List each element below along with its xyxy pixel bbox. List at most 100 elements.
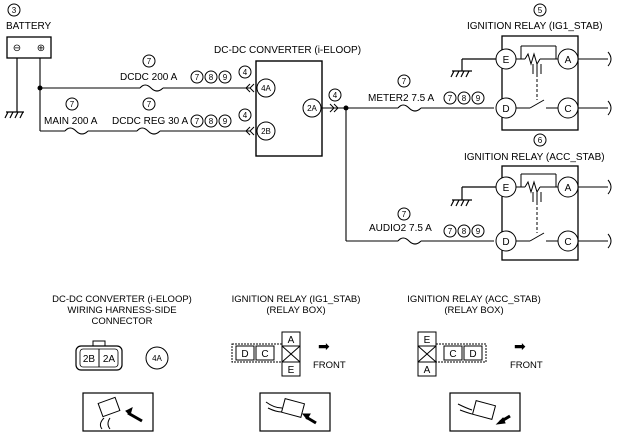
converter-output-wire [321,107,494,242]
meter2-fuse-label: METER2 7.5 A [368,93,434,104]
ref-8: 8 [462,227,467,236]
relay-ig1-callout: 5 [538,6,543,15]
ref-7: 7 [448,227,453,236]
wire-junction [343,105,349,111]
dcdc200-callout: 7 [147,57,152,66]
relay-acc-term-a: A [565,183,572,194]
acc-front-label: FRONT [510,360,543,371]
audio2-fuse-label: AUDIO2 7.5 A [369,223,432,234]
relay-connector-icon [457,400,511,425]
relay-ig1-term-d: D [502,104,509,115]
ig1-front-arrow-icon: ➡ [318,338,330,354]
main200-fuse-label: MAIN 200 A [44,116,98,127]
acc-conn-title-2: (RELAY BOX) [444,305,503,316]
relay-acc-callout: 6 [538,136,543,145]
ig1-front-label: FRONT [313,360,346,371]
converter-title: DC-DC CONVERTER (i-ELOOP) [214,45,361,56]
ig1-relay-connector-view: IGNITION RELAY (IG1_STAB) (RELAY BOX) D … [231,294,361,432]
terminal-4a: 4A [261,84,271,93]
acc-conn-cell-c: C [449,349,456,360]
connector-chevron-icon [329,103,339,113]
acc-front-arrow-icon: ➡ [514,338,526,354]
ref-9: 9 [223,117,228,126]
ground-icon [450,58,496,78]
meter2-refs: 7 8 9 [443,91,485,105]
harness-connector-icon [97,396,143,430]
dcdc-converter: DC-DC CONVERTER (i-ELOOP) 4A 2B 2A [214,45,361,157]
ref-7: 7 [195,73,200,82]
converter-connector-view: DC-DC CONVERTER (i-ELOOP) WIRING HARNESS… [52,294,192,432]
fuse-icon [136,127,161,135]
relay-ig1-term-c: C [564,104,571,115]
battery-minus-terminal: ⊖ [13,43,21,54]
dcdc200-fuse-label: DCDC 200 A [120,72,178,83]
terminal-2b: 2B [261,127,271,136]
ig1-conn-cell-a: A [288,335,295,346]
wire-junction [37,85,43,91]
conv-conn-title-2: WIRING HARNESS-SIDE [67,305,176,316]
acc-conn-cell-a: A [424,365,431,376]
fuse-icon [397,237,422,245]
dcdcreg-callout: 7 [147,100,152,109]
ig1-conn-title-2: (RELAY BOX) [266,305,325,316]
conv-conn-title-1: DC-DC CONVERTER (i-ELOOP) [52,294,192,305]
ref-7: 7 [448,94,453,103]
battery-plus-terminal: ⊕ [37,43,45,54]
relay-acc-title: IGNITION RELAY (ACC_STAB) [464,152,605,163]
relay-coil-icon [516,173,558,242]
ref-9: 9 [476,94,481,103]
relay-ig1-title: IGNITION RELAY (IG1_STAB) [467,21,603,32]
ig1-conn-cell-e: E [288,365,295,376]
junction-callout: 4 [333,91,338,100]
fuse-icon [64,127,89,135]
acc-conn-cell-d: D [469,349,476,360]
relay-ig1-term-a: A [565,55,572,66]
ref-8: 8 [209,73,214,82]
ref-8: 8 [209,117,214,126]
acc-relay-connector-view: IGNITION RELAY (ACC_STAB) (RELAY BOX) E … [407,294,543,432]
main200-callout: 7 [70,100,75,109]
relay-ig1-term-e: E [503,55,510,66]
conv-conn-title-3: CONNECTOR [91,316,152,327]
ref-9: 9 [223,73,228,82]
battery-plus-wire [39,58,250,132]
wire-break-icon [578,51,612,116]
relay-connector-icon [265,398,317,425]
ig1-conn-cell-c: C [261,349,268,360]
terminal-2a: 2A [307,104,317,113]
ref-8: 8 [462,94,467,103]
ground-icon [4,58,24,119]
dcdcreg-fuse-label: DCDC REG 30 A [112,116,188,127]
conv-conn-cell-2a: 2A [103,354,116,365]
relay-acc-term-e: E [503,183,510,194]
acc-conn-cell-e: E [424,335,431,346]
ground-icon [450,186,496,207]
conv-conn-cell-2b: 2B [83,354,96,365]
conv-conn-4a: 4A [152,354,162,363]
meter2-callout: 7 [402,77,407,86]
dcdcreg-refs: 7 8 9 4 [190,108,252,128]
ignition-relay-acc: 6 IGNITION RELAY (ACC_STAB) E A D C [464,133,612,261]
connector-chevron-icon [245,83,255,136]
dcdc200-end-callout: 4 [243,68,248,77]
acc-conn-title-1: IGNITION RELAY (ACC_STAB) [407,294,541,305]
battery-callout: 3 [12,6,17,15]
ig1-conn-cell-d: D [241,349,248,360]
relay-acc-term-d: D [502,237,509,248]
dcdcreg-end-callout: 4 [243,111,248,120]
battery-label: BATTERY [6,21,52,32]
relay-coil-icon [516,45,558,109]
audio2-callout: 7 [402,210,407,219]
fuse-icon [397,104,422,112]
ref-9: 9 [476,227,481,236]
dcdc200-refs: 7 8 9 4 [190,65,252,84]
fuse-icon [139,84,164,92]
relay-acc-term-c: C [564,237,571,248]
ignition-relay-ig1: 5 IGNITION RELAY (IG1_STAB) E A D C [467,3,612,131]
wire-break-icon [578,179,612,249]
audio2-refs: 7 8 9 [443,224,485,238]
ref-7: 7 [195,117,200,126]
ig1-conn-title-1: IGNITION RELAY (IG1_STAB) [232,294,361,305]
battery: 3 BATTERY ⊖ ⊕ [6,3,52,59]
